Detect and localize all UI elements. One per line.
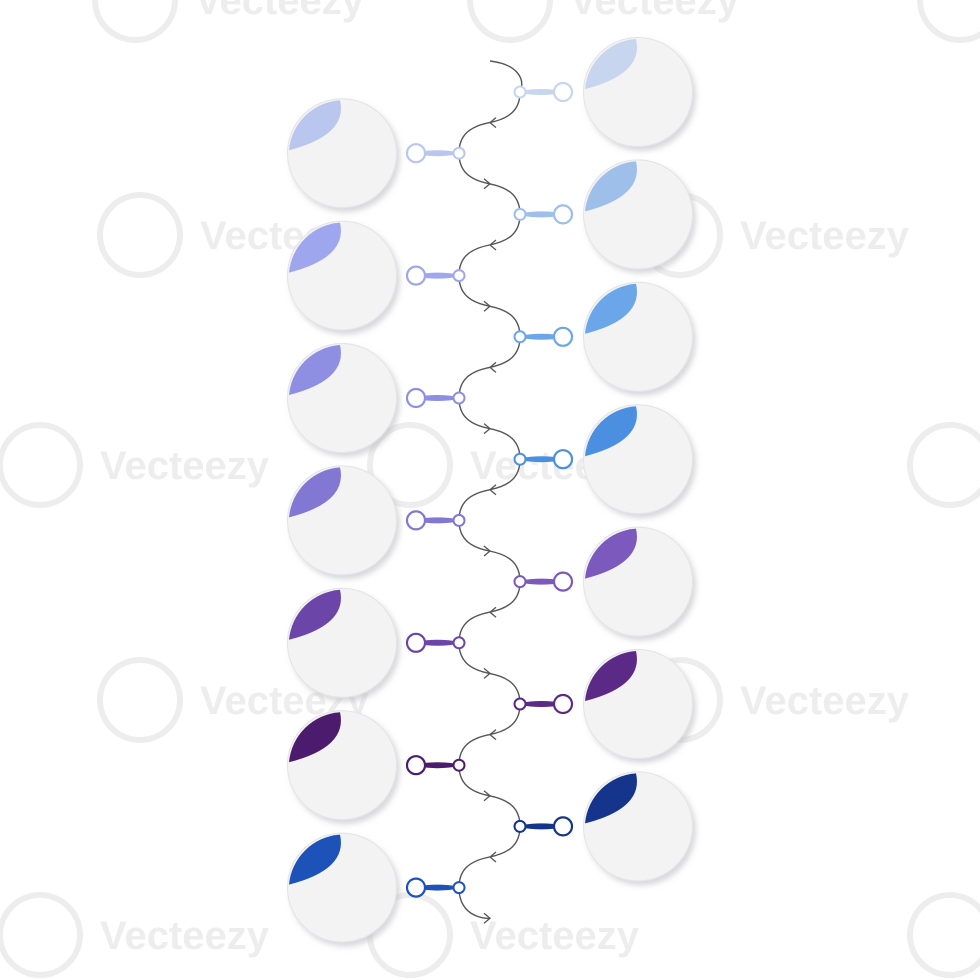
connector-arrow bbox=[483, 912, 492, 924]
connector-path bbox=[458, 60, 523, 924]
step-color-petal bbox=[289, 100, 341, 151]
watermark-mark: Vecteezy bbox=[367, 892, 640, 978]
step-circle bbox=[583, 159, 693, 270]
connector-arrow bbox=[488, 729, 497, 741]
watermark-mark: Vecteezy bbox=[917, 0, 980, 43]
step-color-petal bbox=[289, 345, 341, 395]
step-connector-dumbbell bbox=[513, 693, 574, 715]
step-node bbox=[513, 37, 693, 147]
step-node bbox=[513, 281, 693, 392]
step-circle bbox=[287, 343, 397, 453]
step-connector-dumbbell bbox=[513, 326, 574, 347]
step-connector-dumbbell bbox=[405, 387, 466, 409]
step-circle bbox=[287, 710, 397, 821]
step-color-petal bbox=[585, 161, 637, 212]
step-node bbox=[513, 771, 693, 882]
step-color-petal bbox=[585, 406, 637, 457]
step-connector-dumbbell bbox=[405, 877, 466, 898]
step-connector-dumbbell bbox=[405, 755, 466, 776]
step-color-petal bbox=[585, 651, 637, 701]
step-connector-dumbbell bbox=[405, 510, 466, 531]
step-connector-dumbbell bbox=[405, 265, 466, 286]
step-node bbox=[513, 649, 693, 759]
step-nodes bbox=[287, 37, 693, 943]
connector-arrow bbox=[488, 361, 497, 373]
step-node bbox=[287, 465, 466, 576]
watermark-text: Vecteezy bbox=[100, 444, 270, 488]
watermark-mark: Vecteezy bbox=[907, 422, 980, 508]
step-color-petal bbox=[585, 773, 637, 824]
watermark-mark: Vecteezy bbox=[467, 0, 740, 43]
connector-arrow bbox=[488, 239, 497, 251]
watermark-mark: Vecteezy bbox=[92, 0, 365, 43]
step-circle bbox=[583, 281, 693, 392]
connector-arrow bbox=[483, 667, 492, 679]
watermark-text: Vecteezy bbox=[195, 0, 365, 23]
connector-arrow bbox=[488, 117, 497, 129]
step-connector-dumbbell bbox=[405, 632, 466, 653]
watermark-text: Vecteezy bbox=[740, 214, 910, 258]
connector-arrow bbox=[483, 545, 492, 557]
watermark-text: Vecteezy bbox=[100, 914, 270, 958]
step-node bbox=[287, 587, 466, 698]
watermark-mark: Vecteezy bbox=[0, 892, 270, 978]
step-node bbox=[287, 220, 466, 331]
step-circle bbox=[583, 37, 693, 147]
step-circle bbox=[583, 649, 693, 759]
step-node bbox=[287, 832, 466, 943]
connector-arrow bbox=[488, 484, 497, 496]
step-node bbox=[513, 159, 693, 270]
watermark-text: Vecteezy bbox=[570, 0, 740, 23]
step-connector-dumbbell bbox=[513, 204, 574, 225]
connector-arrow bbox=[488, 606, 497, 618]
step-connector-dumbbell bbox=[513, 449, 574, 470]
step-color-petal bbox=[585, 283, 637, 334]
step-color-petal bbox=[289, 222, 341, 273]
step-connector-dumbbell bbox=[513, 571, 574, 592]
step-node bbox=[287, 343, 466, 453]
step-circle bbox=[287, 220, 397, 331]
step-node bbox=[513, 526, 693, 637]
step-circle bbox=[583, 771, 693, 882]
step-connector-dumbbell bbox=[513, 816, 574, 837]
step-node bbox=[513, 404, 693, 515]
step-circle bbox=[287, 98, 397, 209]
step-circle bbox=[583, 404, 693, 515]
watermark-text: Vecteezy bbox=[740, 679, 910, 723]
step-circle bbox=[287, 587, 397, 698]
step-color-petal bbox=[289, 712, 341, 763]
step-color-petal bbox=[289, 834, 341, 885]
step-node bbox=[287, 710, 466, 821]
step-connector-dumbbell bbox=[405, 143, 466, 164]
step-circle bbox=[583, 526, 693, 637]
connector-arrow bbox=[483, 300, 492, 312]
connector-arrow bbox=[483, 423, 492, 435]
step-color-petal bbox=[289, 467, 341, 518]
connector-arrow bbox=[483, 178, 492, 190]
step-color-petal bbox=[585, 528, 637, 579]
step-color-petal bbox=[585, 39, 637, 89]
step-color-petal bbox=[289, 589, 341, 640]
connector-arrow bbox=[488, 851, 497, 863]
step-circle bbox=[287, 832, 397, 943]
step-connector-dumbbell bbox=[513, 81, 574, 103]
watermark-mark: Vecteezy bbox=[0, 422, 270, 508]
step-node bbox=[287, 98, 466, 209]
connector-arrow bbox=[483, 790, 492, 802]
step-circle bbox=[287, 465, 397, 576]
watermark-mark: Vecteezy bbox=[907, 892, 980, 978]
watermark-text: Vecteezy bbox=[470, 914, 640, 958]
